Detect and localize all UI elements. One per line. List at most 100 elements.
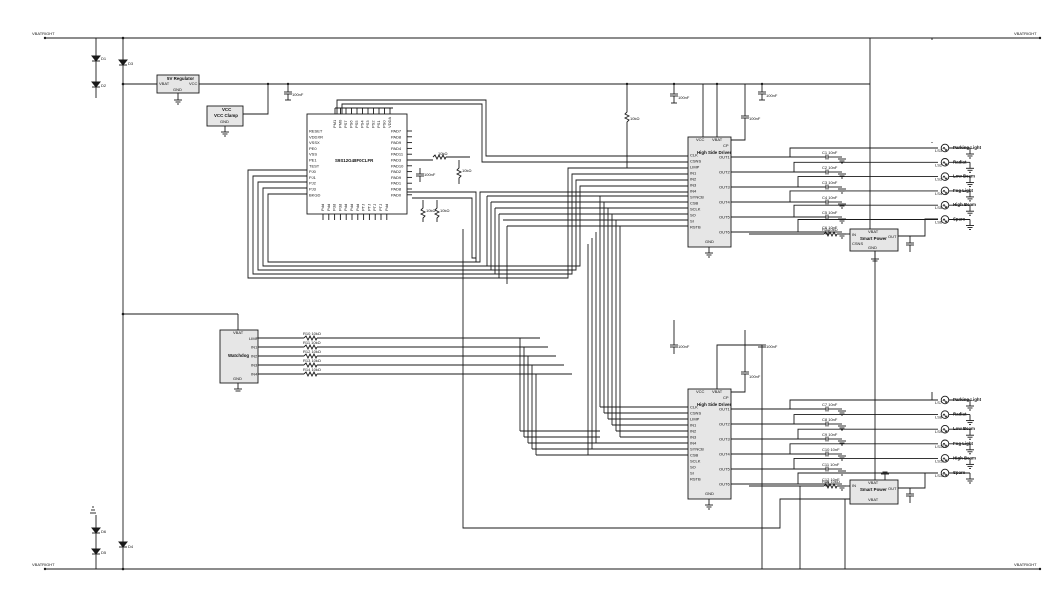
load-top-3-ref: LS4 [935,191,943,196]
load-bottom-res: R16 10kΩ [822,479,840,484]
mcu-pin-pad8: PAD8 [391,134,402,139]
driver1-pin-out5: OUT5 [719,215,730,220]
driver2-cap-b: 100nF [766,344,778,349]
driver2-pin-csns: CSNS [690,411,701,416]
driver1-pin-in4: IN4 [690,189,697,194]
watchdog-res-1: R11 10kΩ [303,340,321,345]
mcu-pin-pe0: PE0 [309,146,317,151]
driver1-pin-out1: OUT1 [719,155,730,160]
driver2-pin-out4: OUT4 [719,452,730,457]
driver2-pin-clk: CLK [690,405,698,410]
driver1-pin-rstb: RSTB [690,225,701,230]
mcu-pin-bottom-5: Pdd [349,204,354,211]
mcu-pin-reset: RESET [309,129,323,134]
mcu-pin-bottom-7: PTJ [361,204,366,211]
mcu-pin-pad0: PAD0 [391,192,402,197]
driver1-pin-syncb: SYNCB [690,195,704,200]
mcu-c-value: 100nF [424,172,436,177]
diode-d3-label: D3 [128,61,134,66]
load-top-res: R7 10kΩ [822,227,838,232]
driver1-gnd: GND [705,239,714,244]
smart-power-2-vbat-bottom: VBAT [868,497,879,502]
smart-power-1: VBAT Smart Power IN CSNS OUT GND [849,228,914,262]
mcu-pin-vdda: VDDA [387,117,392,128]
watchdog-res-0: R10 10kΩ [303,331,321,336]
load-cap-top-3: C4 10nF [822,195,838,200]
mcu-pin-pm1: PM1 [332,119,337,128]
mcu-pin-vddxr: VDDXR [309,134,323,139]
top-rail: VBATRIGHT VBATRIGHT [32,31,1042,40]
mcu-pin-bkgd: BKGD [309,192,320,197]
mcu: S9S12G48F0CLFR RESETVDDXRVSSXPE0VSSPE1TE… [306,99,688,222]
mcu-pin-ps7: PS7 [343,120,348,128]
load-top-2-name: Low Beam [953,174,975,179]
mcu-pin-bottom-10: PTJ [378,204,383,211]
load-bottom-0-name: Parking Light [953,397,982,402]
watchdog-gnd: GND [233,376,242,381]
diode-d3-icon [118,59,128,66]
driver2-pin-sclk: SCLK [690,459,701,464]
mcu-pin-bottom-2: Pdd [332,204,337,211]
driver2-pin-in2: IN2 [690,429,697,434]
clamp-title: VCC Clamp [214,113,238,118]
mcu-pin-pj3: PJ3 [309,187,317,192]
smart-power-2: VBAT Smart Power IN OUT VBAT [799,471,914,569]
diode-d6-icon [91,527,101,534]
driver1-pin-csns: CSNS [690,159,701,164]
mcu-pin-pad2: PAD2 [391,169,402,174]
mcu-pin-bottom-4: Pdd [343,204,348,211]
pullup-r-value: 10kΩ [630,116,639,121]
driver1-pin-in1: IN1 [690,171,697,176]
driver2-pin-out1: OUT1 [719,407,730,412]
smart-power-2-title: Smart Power [860,487,887,492]
mcu-pin-pad10: PAD10 [391,163,404,168]
load-cap-top-0: C1 10nF [822,150,838,155]
load-top-1-name: Radiat [953,159,967,164]
driver1-pin-out4: OUT4 [719,200,730,205]
load-bottom-0-ref: LS7 [935,400,943,405]
diode-d5-label: D5 [101,550,107,555]
driver1-pin-si: SI [690,219,694,224]
watchdog-res-4: R14 10kΩ [303,367,321,372]
cap-c1-value: 100nF [292,92,304,97]
driver2-pin-out5: OUT5 [719,467,730,472]
driver1-pin-out6: OUT6 [719,230,730,235]
mcu-r1-value: 10kΩ [438,151,447,156]
load-cap-bottom-3: C10 10nF [822,447,840,452]
driver1-title: High Side Driver [697,150,731,155]
diode-d4-icon [118,541,128,548]
mcu-pin-bottom-1: Pdd [326,204,331,211]
load-bottom-2-name: Low Beam [953,426,975,431]
load-top-4-name: High Beam [953,202,976,207]
diode-d2-label: D2 [101,83,107,88]
mcu-pin-test: TEST [309,163,320,168]
driver2-cp-cap: 100nF [749,374,761,379]
load-bottom-4-name: High Beam [953,455,976,460]
smart-power-1-vbat: VBAT [868,229,879,234]
mcu-pin-pj1: PJ1 [309,175,317,180]
driver1-pin-in2: IN2 [690,177,697,182]
diode-d6-label: D6 [101,529,107,534]
load-bottom-1-name: Radiat [953,412,967,417]
watchdog-vbat: VBAT [233,330,244,335]
load-top-2-ref: LS3 [935,177,943,182]
mcu-pin-bottom-8: PTJ [366,204,371,211]
mcu-pin-ps1: PS1 [376,120,381,128]
mcu-pin-bottom-3: Pdd [337,204,342,211]
smart-power-2-out: OUT [888,486,897,491]
mcu-pin-ps6: PS6 [349,120,354,128]
load-top-0-name: Parking Light [953,145,982,150]
driver2-title: High Side Driver [697,402,731,407]
mcu-pin-bottom-9: PTJ [372,204,377,211]
watchdog-title: Watchdog [228,353,249,358]
load-top-5-name: Spare [953,217,966,222]
driver2-pin-out3: OUT3 [719,437,730,442]
mcu-pin-ps2: PS2 [371,120,376,128]
smart-power-2-vbat-top: VBAT [868,480,879,485]
watchdog-pin-in3: IN3 [251,363,258,368]
